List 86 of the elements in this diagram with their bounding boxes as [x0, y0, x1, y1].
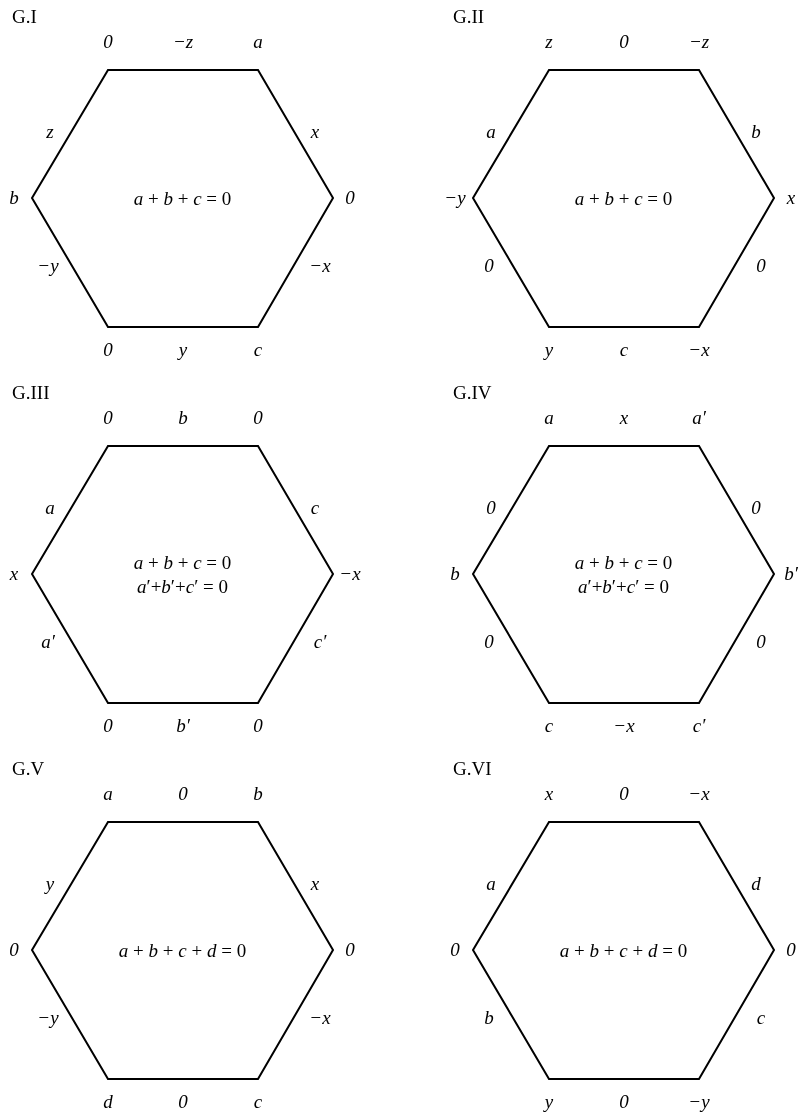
math-label: −x	[339, 562, 361, 586]
math-label: 0	[619, 782, 629, 806]
math-label: −y	[444, 186, 466, 210]
math-label: b	[178, 406, 188, 430]
math-label: 0	[9, 938, 19, 962]
math-label: b′	[784, 562, 798, 586]
math-label: 0	[751, 496, 761, 520]
equation: a + b + c + d = 0	[118, 938, 247, 963]
diagram-label: G.III	[12, 382, 50, 404]
math-label: 0	[103, 406, 113, 430]
math-label: x	[619, 406, 629, 430]
equation: a′+b′+c′ = 0	[577, 574, 670, 599]
math-label: −x	[309, 1006, 331, 1030]
math-label: 0	[253, 714, 263, 738]
math-label: a	[486, 872, 496, 896]
math-label: c′	[692, 714, 706, 738]
math-label: 0	[345, 186, 355, 210]
math-label: x	[310, 120, 320, 144]
diagram-label: G.IV	[453, 382, 492, 404]
math-label: a	[103, 782, 113, 806]
math-label: y	[544, 1090, 554, 1114]
math-label: d	[751, 872, 761, 896]
equation: a + b + c = 0	[133, 550, 232, 575]
math-label: −y	[688, 1090, 710, 1114]
math-label: c	[310, 496, 320, 520]
diagram-label: G.VI	[453, 758, 492, 780]
math-label: b′	[176, 714, 190, 738]
math-label: y	[178, 338, 188, 362]
math-label: −y	[37, 1006, 59, 1030]
math-label: a	[486, 120, 496, 144]
math-label: 0	[103, 338, 113, 362]
math-label: c′	[313, 630, 327, 654]
math-label: c	[756, 1006, 766, 1030]
math-label: −x	[688, 338, 710, 362]
math-label: b	[450, 562, 460, 586]
math-label: x	[9, 562, 19, 586]
math-label: −x	[309, 254, 331, 278]
math-label: −z	[172, 30, 194, 54]
diagram-label: G.I	[12, 6, 37, 28]
math-label: 0	[619, 1090, 629, 1114]
equation: a + b + c + d = 0	[559, 938, 688, 963]
diagram-label: G.II	[453, 6, 485, 28]
math-label: −x	[688, 782, 710, 806]
math-label: c	[253, 1090, 263, 1114]
math-label: z	[545, 30, 553, 54]
math-label: d	[103, 1090, 113, 1114]
math-label: 0	[253, 406, 263, 430]
math-label: 0	[178, 1090, 188, 1114]
math-label: 0	[756, 254, 766, 278]
diagram-label: G.V	[12, 758, 45, 780]
math-label: 0	[786, 938, 796, 962]
math-label: b	[253, 782, 263, 806]
math-label: c	[544, 714, 554, 738]
math-label: 0	[484, 254, 494, 278]
math-label: y	[45, 872, 55, 896]
math-label: x	[786, 186, 796, 210]
math-label: a′	[41, 630, 55, 654]
equation: a + b + c = 0	[574, 186, 673, 211]
math-label: 0	[484, 630, 494, 654]
math-label: c	[619, 338, 629, 362]
math-label: 0	[450, 938, 460, 962]
math-label: 0	[619, 30, 629, 54]
math-label: 0	[345, 938, 355, 962]
math-label: y	[544, 338, 554, 362]
math-label: 0	[103, 30, 113, 54]
math-label: b	[751, 120, 761, 144]
math-label: a′	[692, 406, 706, 430]
math-label: a	[253, 30, 263, 54]
math-label: b	[9, 186, 19, 210]
math-label: a	[544, 406, 554, 430]
math-label: 0	[178, 782, 188, 806]
equation: a + b + c = 0	[574, 550, 673, 575]
equation: a′+b′+c′ = 0	[136, 574, 229, 599]
math-label: b	[484, 1006, 494, 1030]
math-label: x	[310, 872, 320, 896]
math-label: −z	[688, 30, 710, 54]
math-label: 0	[103, 714, 113, 738]
math-label: z	[46, 120, 54, 144]
math-label: −x	[613, 714, 635, 738]
math-label: a	[45, 496, 55, 520]
math-label: x	[544, 782, 554, 806]
math-label: −y	[37, 254, 59, 278]
equation: a + b + c = 0	[133, 186, 232, 211]
math-label: 0	[486, 496, 496, 520]
math-label: c	[253, 338, 263, 362]
math-label: 0	[756, 630, 766, 654]
